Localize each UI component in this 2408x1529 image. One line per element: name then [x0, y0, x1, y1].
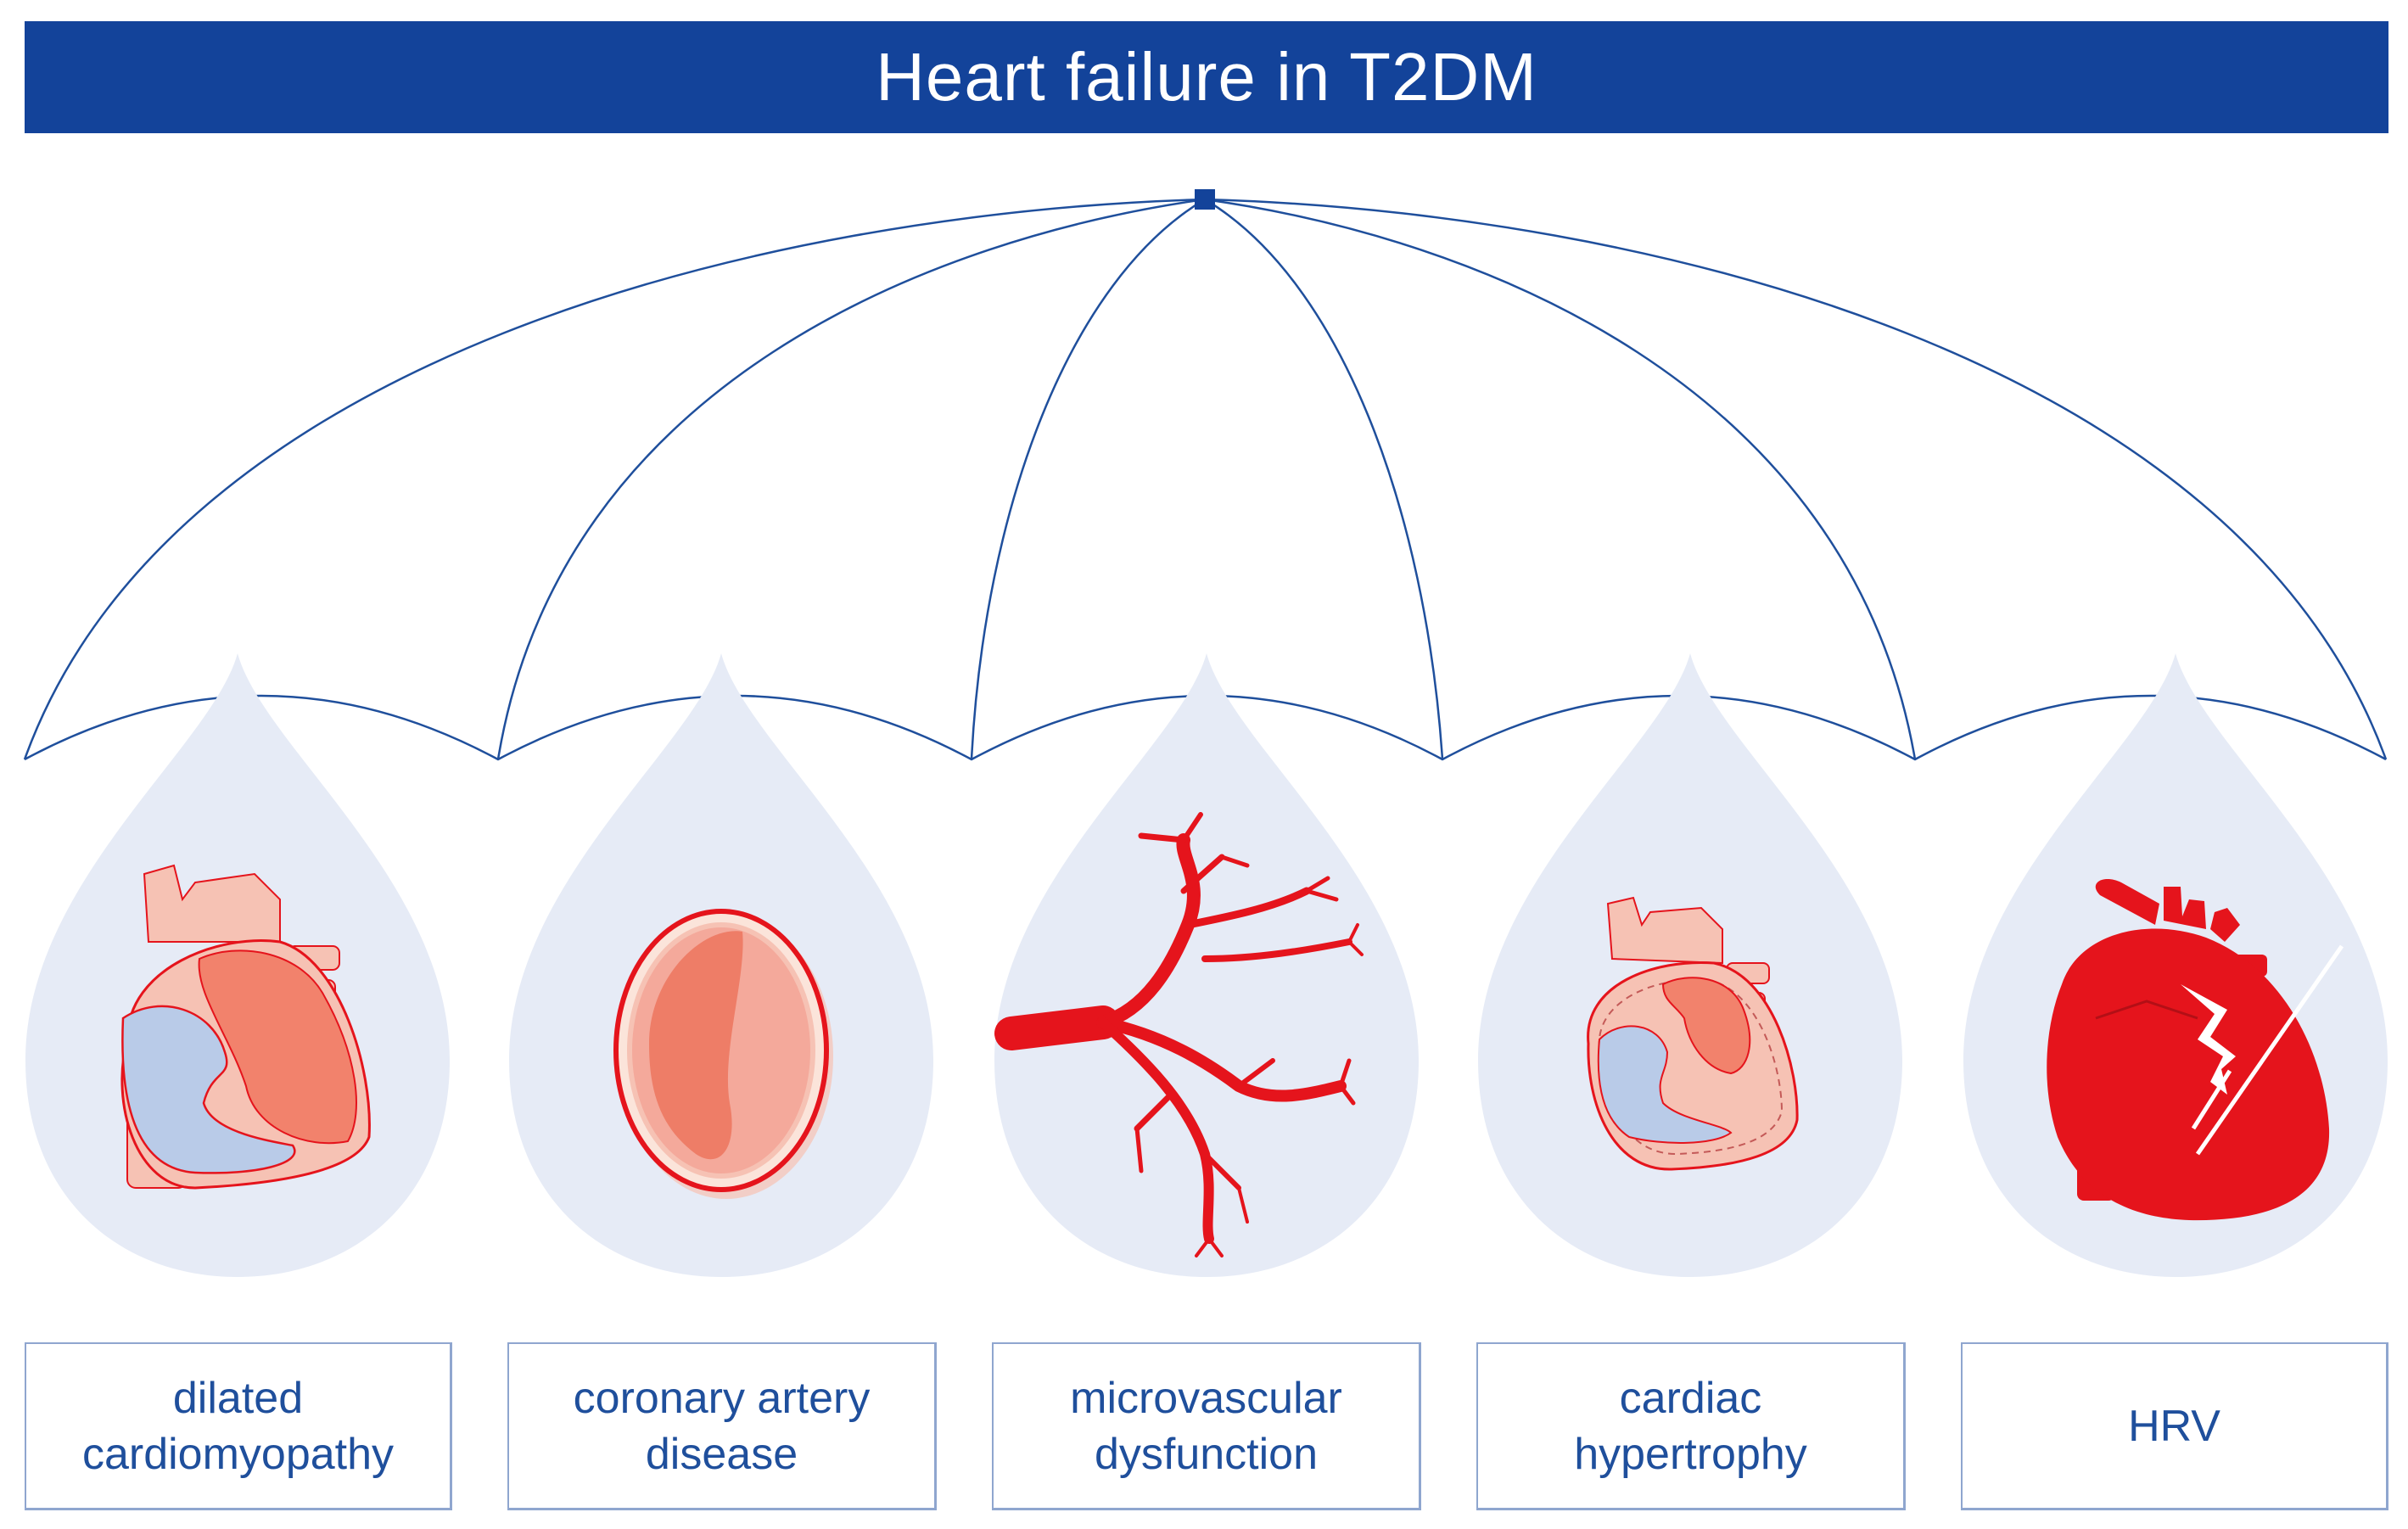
label-cardiac-hypertrophy: cardiac hypertrophy — [1476, 1342, 1906, 1510]
label-line: coronary artery — [573, 1373, 871, 1423]
drop-3 — [994, 653, 1419, 1277]
lightning-heart-icon — [2047, 878, 2344, 1221]
label-line: dysfunction — [1094, 1429, 1319, 1479]
umbrella-tip — [1195, 189, 1215, 210]
label-text: coronary artery disease — [574, 1370, 871, 1482]
label-text: microvascular dysfunction — [1070, 1370, 1342, 1482]
label-hrv: HRV — [1961, 1342, 2388, 1510]
umbrella-ribs — [23, 198, 2388, 760]
label-line: cardiomyopathy — [81, 1429, 395, 1479]
dilated-heart-icon — [120, 864, 371, 1190]
label-line: microvascular — [1070, 1373, 1342, 1423]
label-line: dilated — [172, 1373, 304, 1423]
hypertrophic-heart-icon — [1587, 896, 1799, 1171]
rib-1 — [23, 198, 1206, 760]
label-text: dilated cardiomyopathy — [82, 1370, 394, 1482]
label-text: HRV — [2128, 1398, 2220, 1454]
label-coronary-artery-disease: coronary artery disease — [507, 1342, 937, 1510]
label-line: cardiac — [1619, 1373, 1762, 1423]
label-text: cardiac hypertrophy — [1574, 1370, 1807, 1482]
label-dilated-cardiomyopathy: dilated cardiomyopathy — [25, 1342, 452, 1510]
diagram-title: Heart failure in T2DM — [876, 39, 1537, 115]
label-line: disease — [645, 1429, 798, 1479]
rib-3 — [970, 198, 1206, 760]
artery-cross-section-icon — [613, 909, 833, 1199]
label-line: HRV — [2128, 1401, 2220, 1451]
label-line: hypertrophy — [1574, 1429, 1807, 1479]
rib-6 — [1204, 198, 2388, 760]
title-bar: Heart failure in T2DM — [25, 21, 2388, 133]
label-microvascular-dysfunction: microvascular dysfunction — [992, 1342, 1421, 1510]
rib-2 — [496, 198, 1206, 760]
rib-4 — [1204, 198, 1444, 760]
rib-5 — [1204, 198, 1917, 760]
branching-vessels-icon — [994, 812, 1364, 1257]
